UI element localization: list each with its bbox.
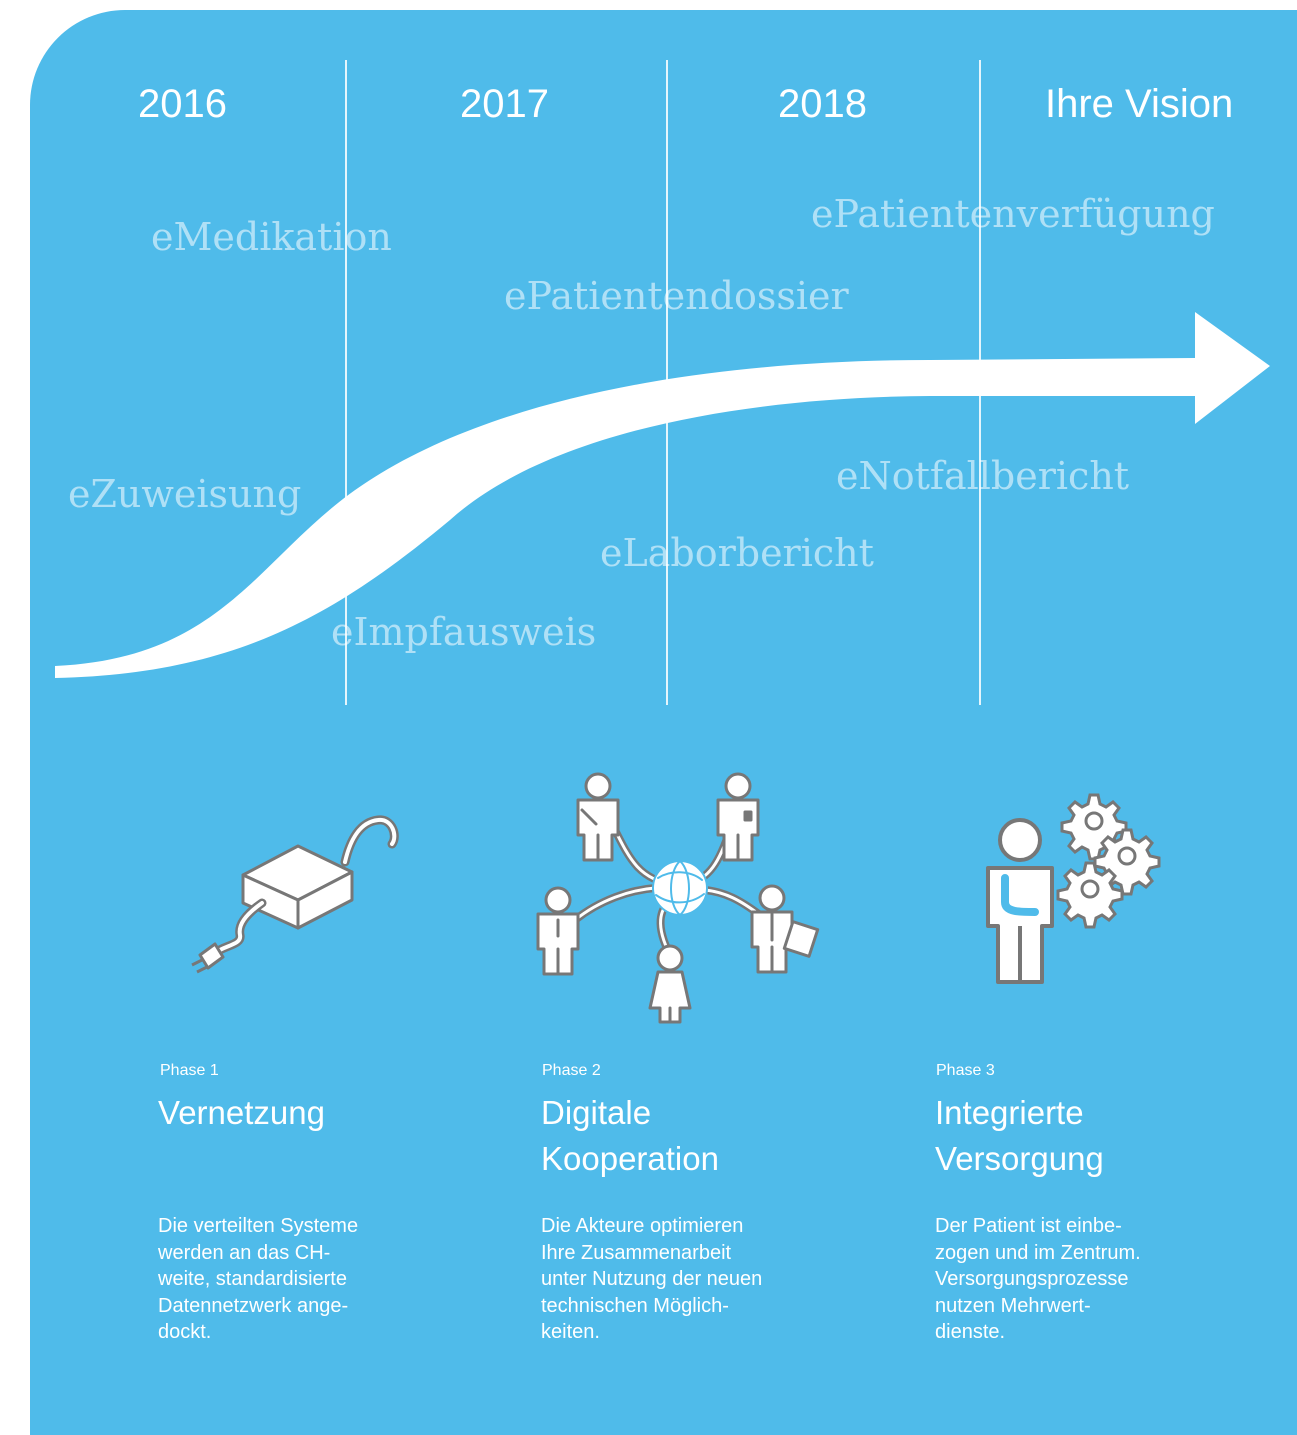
phase-2-title-line-2: Kooperation — [541, 1140, 719, 1177]
patient-gears-icon — [986, 793, 1161, 984]
phase-3-description-line: Der Patient ist einbe- — [935, 1215, 1122, 1237]
phase-3-title: Integrierte Versorgung — [935, 1090, 1104, 1182]
year-2017: 2017 — [460, 82, 549, 126]
service-emedikation: eMedikation — [151, 215, 392, 259]
phase-1-title: Vernetzung — [158, 1090, 325, 1136]
phase-3-title-line-1: Integrierte — [935, 1094, 1084, 1131]
year-2016: 2016 — [138, 82, 227, 126]
phase-3-title-line-2: Versorgung — [935, 1140, 1104, 1177]
phase-3-description: Der Patient ist einbe- zogen und im Zent… — [935, 1213, 1235, 1346]
service-elaborbericht: eLaborbericht — [600, 531, 874, 575]
phase-1-description-line: Die verteilten Systeme — [158, 1215, 359, 1237]
phase-1-description-line: Datennetzwerk ange- — [158, 1294, 349, 1317]
year-vision: Ihre Vision — [1045, 82, 1234, 126]
service-ezuweisung: eZuweisung — [68, 472, 302, 516]
phase-3-description-line: dienste. — [935, 1321, 1006, 1343]
phase-1-label: Phase 1 — [160, 1062, 219, 1079]
phase-2-description-line: keiten. — [541, 1321, 600, 1343]
power-supply-icon — [191, 815, 399, 974]
phase-2-label: Phase 2 — [542, 1062, 601, 1079]
phase-2-description: Die Akteure optimieren Ihre Zusammenarbe… — [541, 1213, 841, 1346]
progress-arrow — [55, 312, 1270, 678]
phase-1-description: Die verteilten Systeme werden an das CH-… — [158, 1213, 458, 1346]
year-2018: 2018 — [778, 82, 867, 126]
phase-2-title-line-1: Digitale — [541, 1094, 652, 1131]
service-epatientendossier: ePatientendossier — [504, 274, 849, 318]
service-enotfallbericht: eNotfallbericht — [836, 454, 1130, 498]
phase-1-description-line: weite, standardisierte — [158, 1268, 347, 1290]
phase-3-label: Phase 3 — [936, 1062, 995, 1079]
phase-1-title-line-1: Vernetzung — [158, 1094, 325, 1131]
phase-3-description-line: nutzen Mehrwert- — [935, 1294, 1091, 1317]
phase-2-title: Digitale Kooperation — [541, 1090, 719, 1182]
phase-2-description-line: unter Nutzung der neuen — [541, 1268, 763, 1290]
phase-1-description-line: dockt. — [158, 1321, 212, 1343]
phase-2-description-line: Ihre Zusammenarbeit — [541, 1241, 732, 1264]
phase-3-description-line: zogen und im Zentrum. — [935, 1241, 1141, 1264]
care-network-icon — [536, 772, 820, 1024]
timeline-divider-1 — [345, 60, 347, 705]
service-eimpfausweis: eImpfausweis — [331, 610, 597, 654]
phase-3-description-line: Versorgungsprozesse — [935, 1268, 1129, 1290]
roadmap-panel: 2016 2017 2018 Ihre Vision eMedikation e… — [30, 10, 1297, 1435]
phase-1-description-line: werden an das CH- — [158, 1241, 331, 1264]
phase-2-description-line: technischen Möglich- — [541, 1294, 729, 1317]
phase-2-description-line: Die Akteure optimieren — [541, 1215, 744, 1237]
service-epatientenverfuegung: ePatientenverfügung — [811, 192, 1215, 236]
